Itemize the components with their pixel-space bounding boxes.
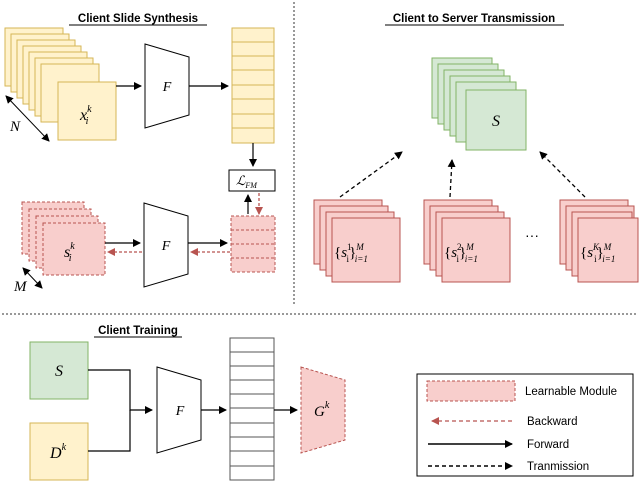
transmission-title: Client to Server Transmission bbox=[393, 13, 555, 25]
server-synthetic-stack bbox=[431, 57, 527, 151]
client-data-line bbox=[88, 410, 131, 452]
classifier-head bbox=[300, 366, 346, 454]
transmission-arrow-client-2 bbox=[447, 159, 456, 198]
encoder-top-label: F bbox=[162, 80, 172, 95]
real-image-stack bbox=[4, 27, 117, 141]
synthetic-slide-stack bbox=[21, 201, 106, 276]
feature-matching-loss-label: ℒFM bbox=[236, 173, 258, 190]
training-feature-vector bbox=[229, 337, 275, 481]
training-encoder bbox=[156, 366, 202, 454]
training-title: Client Training bbox=[98, 325, 178, 337]
client-2-slide-set bbox=[423, 199, 511, 283]
legend-learnable-swatch bbox=[426, 380, 516, 402]
client-data-label: Dk bbox=[49, 442, 67, 462]
client-1-slide-set bbox=[313, 199, 401, 283]
n-dimension-arrow bbox=[5, 95, 50, 142]
classifier-head-label: Gk bbox=[314, 400, 330, 420]
client-data-box bbox=[29, 422, 89, 481]
encoder-top bbox=[144, 43, 190, 129]
encoder-bottom-label: F bbox=[161, 239, 171, 254]
client-k-slide-set bbox=[559, 199, 639, 283]
server-data-label: S bbox=[55, 363, 63, 380]
clients-ellipsis: ··· bbox=[525, 227, 539, 243]
n-label: N bbox=[9, 119, 21, 135]
server-data-box bbox=[29, 341, 89, 400]
training-encoder-label: F bbox=[175, 404, 185, 419]
legend-backward-label: Backward bbox=[527, 416, 578, 428]
synthetic-feature-vector bbox=[230, 215, 276, 273]
encoder-bottom bbox=[143, 202, 189, 288]
legend-forward-label: Forward bbox=[527, 439, 569, 451]
m-label: M bbox=[13, 279, 28, 295]
transmission-arrow-client-1 bbox=[339, 151, 403, 198]
server-data-line bbox=[88, 369, 153, 414]
legend-transmission-label: Tranmission bbox=[527, 461, 589, 473]
synthesis-title: Client Slide Synthesis bbox=[78, 13, 198, 25]
server-synthetic-label: S bbox=[492, 113, 500, 130]
feature-matching-loss-box bbox=[228, 169, 276, 192]
legend-learnable-label: Learnable Module bbox=[525, 386, 617, 398]
real-feature-vector bbox=[231, 27, 275, 144]
m-dimension-arrow bbox=[22, 267, 43, 289]
transmission-arrow-client-k bbox=[539, 151, 586, 198]
